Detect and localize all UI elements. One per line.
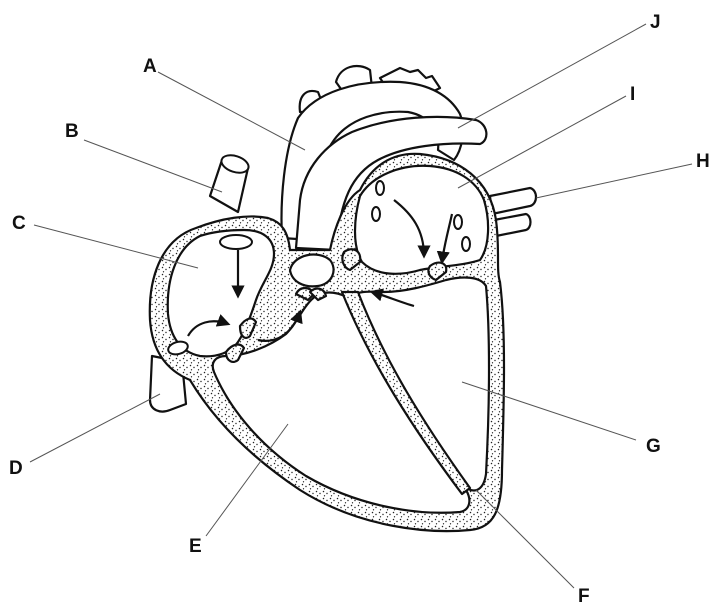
pulmonary-vein-upper (490, 188, 536, 214)
leader-line-b (84, 140, 222, 192)
label-g: G (646, 436, 661, 457)
svc-opening-in-atrium (220, 235, 252, 249)
pulmonary-vein-opening-4 (462, 237, 470, 251)
label-f: F (578, 586, 590, 603)
label-c: C (12, 213, 26, 234)
label-j: J (650, 12, 661, 33)
pulmonary-vein-lower (494, 214, 531, 236)
label-h: H (696, 151, 710, 172)
pulmonary-vein-opening-3 (454, 215, 462, 229)
leader-line-d (30, 394, 160, 462)
leader-line-f (476, 490, 574, 588)
pulmonary-vein-opening-1 (376, 181, 384, 195)
label-i: I (630, 84, 635, 105)
pulmonary-vein-opening-2 (372, 207, 380, 221)
label-d: D (9, 458, 23, 479)
superior-vena-cava (210, 152, 251, 212)
leader-line-j (458, 24, 646, 128)
leader-line-a (158, 72, 305, 150)
label-e: E (189, 536, 202, 557)
leader-line-h (536, 164, 692, 198)
label-a: A (143, 56, 157, 77)
semilunar-valve-ring (290, 255, 334, 287)
label-b: B (65, 121, 79, 142)
